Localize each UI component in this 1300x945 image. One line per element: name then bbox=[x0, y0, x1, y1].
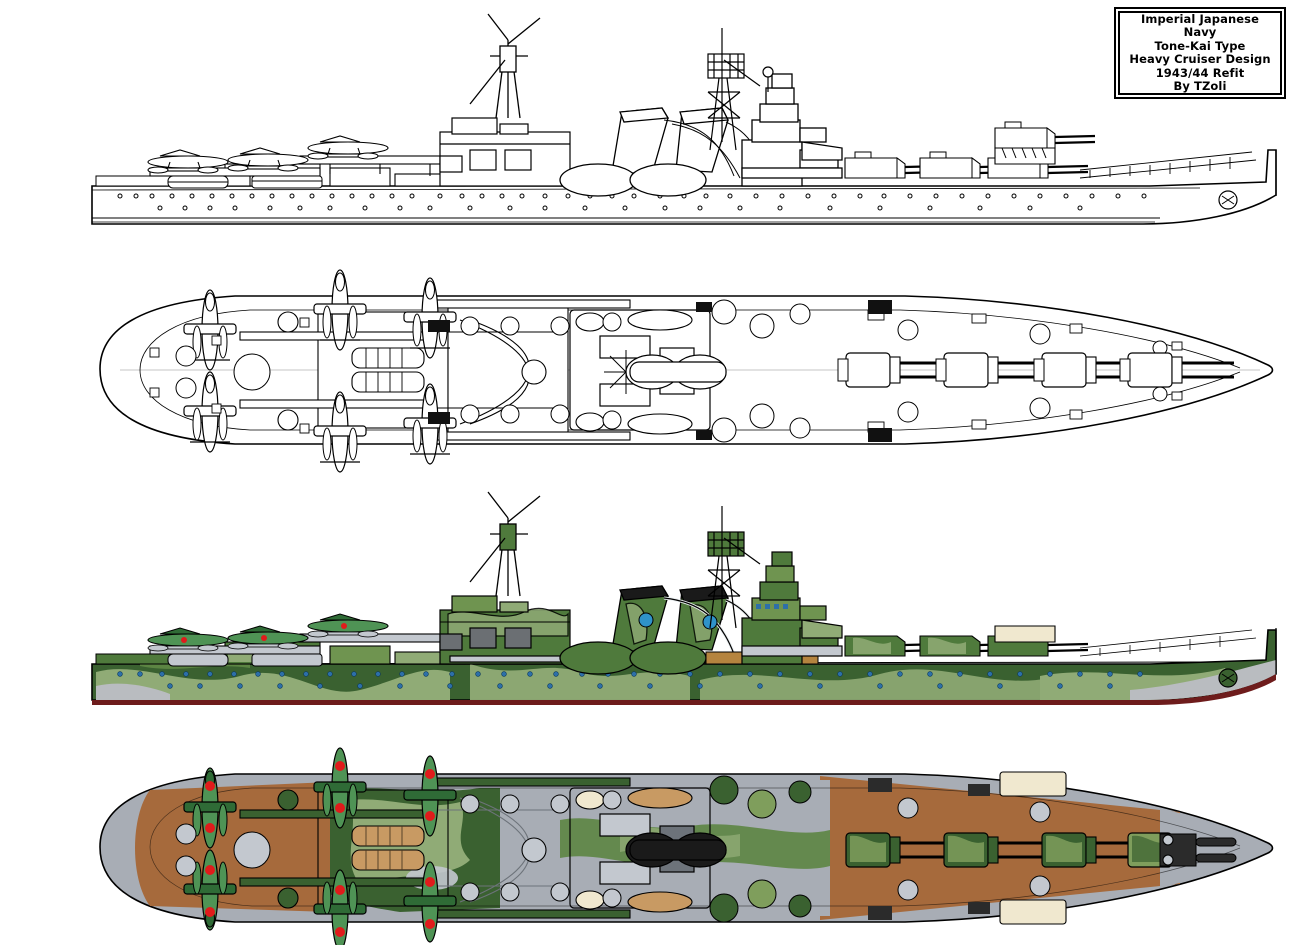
title-line-author: By TZoli bbox=[1173, 79, 1227, 93]
waterline-stripe bbox=[92, 700, 1150, 705]
mainmast bbox=[469, 13, 541, 119]
aircraft-group-stern bbox=[147, 135, 389, 174]
mainmast-camo bbox=[469, 491, 541, 597]
aa-mount-camo-group bbox=[175, 775, 1051, 923]
main-turret-plan-camo-2 bbox=[943, 832, 1050, 868]
title-line-refit: 1943/44 Refit bbox=[1155, 65, 1245, 80]
view-profile-line bbox=[91, 13, 1277, 225]
title-line-navy-1: Imperial Japanese bbox=[1141, 11, 1259, 26]
funnel-aft bbox=[629, 107, 730, 197]
view-plan-line bbox=[99, 269, 1274, 473]
searchlight-aft bbox=[702, 614, 718, 630]
crane-starboard-camo bbox=[277, 887, 299, 909]
title-block: Imperial Japanese Navy Tone-Kai Type Hea… bbox=[1114, 7, 1286, 99]
anchor bbox=[1218, 190, 1238, 210]
title-line-navy-2: Navy bbox=[1183, 25, 1217, 39]
deck-block-camo-group bbox=[868, 778, 990, 920]
anchor-gear-plan bbox=[1159, 833, 1237, 867]
crane-port-camo bbox=[277, 789, 299, 811]
aircraft-plan-camo-group bbox=[183, 747, 457, 945]
anchor-camo bbox=[1218, 668, 1238, 688]
funnel-plan-group bbox=[625, 354, 727, 390]
title-block-inner: Imperial Japanese Navy Tone-Kai Type Hea… bbox=[1118, 11, 1282, 95]
aft-superstructure-camo bbox=[439, 595, 571, 665]
boat-plan-camo-group bbox=[575, 771, 1067, 925]
title-line-type: Tone-Kai Type bbox=[1154, 38, 1246, 53]
searchlight-forward bbox=[638, 612, 654, 628]
foremast-tripod bbox=[707, 28, 774, 151]
crane-starboard bbox=[277, 409, 299, 431]
forecastle-rail bbox=[1079, 151, 1257, 179]
view-plan-camo bbox=[99, 747, 1274, 945]
barbette-camo bbox=[994, 625, 1056, 643]
pagoda-bridge bbox=[741, 73, 843, 187]
boat-plan-group bbox=[575, 309, 693, 435]
porthole-row-lower bbox=[157, 205, 1083, 211]
title-line-class: Heavy Cruiser Design bbox=[1129, 52, 1271, 66]
funnel-plan-camo-group bbox=[625, 832, 727, 868]
pagoda-bridge-camo bbox=[741, 551, 843, 665]
aircraft-group-camo bbox=[147, 613, 389, 652]
deck-block-group bbox=[428, 300, 892, 442]
foremast-camo bbox=[707, 506, 761, 629]
crane-port bbox=[277, 311, 299, 333]
aa-mount-group bbox=[175, 299, 1168, 443]
porthole-camo-group bbox=[117, 671, 1143, 689]
main-turret-plan-camo-1 bbox=[845, 832, 952, 868]
aft-superstructure bbox=[439, 117, 571, 187]
deck-fitting-group bbox=[149, 309, 1183, 434]
view-profile-camo bbox=[91, 491, 1277, 705]
